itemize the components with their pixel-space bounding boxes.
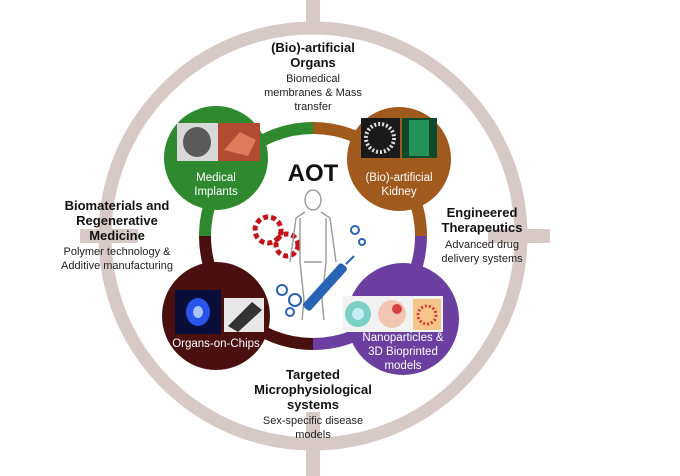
crosshair-right-bar <box>488 229 550 243</box>
node-nanoparticles-line-2: 3D Bioprinted <box>368 346 438 358</box>
right-heading-line-2: Therapeutics <box>442 220 523 235</box>
syringe-icon <box>303 255 355 311</box>
node-bio-artificial-kidney: (Bio)-artificial Kidney <box>347 107 451 211</box>
node-kidney-line-2: Kidney <box>381 186 416 198</box>
top-heading-line-2: Organs <box>290 55 336 70</box>
node-organs-on-chips-line-1: Organs-on-Chips <box>172 338 260 350</box>
crosshair-top-bar <box>306 0 320 34</box>
bottom-sub-line-2: models <box>295 429 331 441</box>
right-heading-line-1: Engineered <box>447 205 518 220</box>
bottom-heading-line-1: Targeted <box>286 367 340 382</box>
human-figure-icon <box>289 189 337 321</box>
right-sub-line-1: Advanced drug <box>445 239 519 251</box>
center-title: AOT <box>288 160 339 187</box>
left-heading-line-2: Regenerative <box>76 213 158 228</box>
left-sub-line-1: Polymer technology & <box>64 246 172 258</box>
left-heading-line-3: Medicine <box>89 228 145 243</box>
top-sub-line-1: Biomedical <box>286 73 340 85</box>
node-nanoparticles-line-1: Nanoparticles & <box>362 332 444 344</box>
top-heading-line-1: (Bio)-artificial <box>271 40 355 55</box>
node-medical-implants-line-2: Implants <box>194 186 238 198</box>
node-nanoparticles-line-3: models <box>384 360 421 372</box>
top-sub-line-3: transfer <box>294 101 332 113</box>
center-illustration <box>252 189 366 321</box>
node-medical-implants: Medical Implants <box>164 106 268 210</box>
section-engineered-therapeutics: Engineered Therapeutics Advanced drug de… <box>441 205 523 265</box>
node-organs-on-chips: Organs-on-Chips <box>162 262 270 370</box>
bottom-sub-line-1: Sex-specific disease <box>263 415 363 427</box>
bottom-heading-line-3: systems <box>287 397 339 412</box>
cells-icon <box>276 225 366 317</box>
crosshair-bottom-bar <box>306 412 320 476</box>
section-biomaterials: Biomaterials and Regenerative Medicine P… <box>61 198 173 272</box>
crosshair-left-bar <box>80 229 138 243</box>
node-nanoparticles: Nanoparticles & 3D Bioprinted models <box>343 263 459 375</box>
left-heading-line-1: Biomaterials and <box>65 198 170 213</box>
bottom-heading-line-2: Microphysiological <box>254 382 372 397</box>
section-microphysiological: Targeted Microphysiological systems Sex-… <box>254 367 372 441</box>
top-sub-line-2: membranes & Mass <box>264 87 362 99</box>
node-medical-implants-line-1: Medical <box>196 172 236 184</box>
gear-icon <box>252 214 301 259</box>
section-bio-artificial-organs: (Bio)-artificial Organs Biomedical membr… <box>264 40 362 113</box>
right-sub-line-2: delivery systems <box>441 253 523 265</box>
node-kidney-line-1: (Bio)-artificial <box>365 172 432 184</box>
left-sub-line-2: Additive manufacturing <box>61 260 173 272</box>
